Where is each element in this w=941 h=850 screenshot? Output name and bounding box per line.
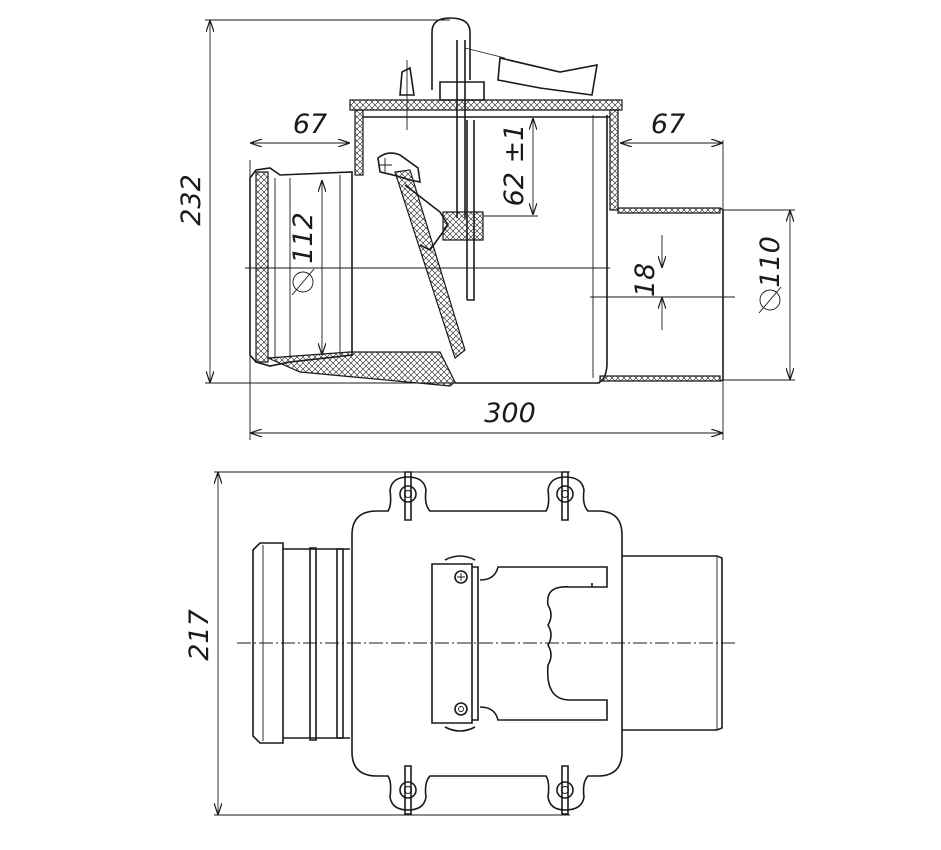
lever-mechanism	[399, 17, 598, 301]
inlet-socket	[249, 167, 456, 387]
dim-inlet-diameter: 112	[288, 212, 319, 264]
valve-body	[349, 99, 724, 384]
dim-axis-offset: 18	[630, 263, 661, 297]
dim-left-offset: 67	[293, 109, 327, 140]
valve-housing-top	[351, 471, 623, 815]
dim-right-offset: 67	[651, 109, 685, 140]
side-dimensions: 232 67 67 62 ±1 112 110 18 300	[176, 20, 790, 433]
dim-flap-travel: 62 ±1	[499, 124, 530, 207]
dim-overall-height: 232	[176, 174, 207, 226]
dim-overall-width: 217	[184, 609, 215, 661]
top-dimensions: 217	[184, 472, 218, 815]
dim-overall-length: 300	[484, 398, 536, 429]
outlet-pipe-top	[622, 555, 723, 731]
inlet-socket-top	[252, 542, 350, 744]
side-view: 232 67 67 62 ±1 112 110 18 300	[176, 17, 795, 440]
dim-outlet-diameter: 110	[755, 236, 786, 288]
check-flap	[377, 152, 466, 360]
wing-nut-icon	[399, 471, 574, 815]
top-view: 217	[184, 471, 738, 816]
lever-handle-top	[431, 555, 608, 732]
